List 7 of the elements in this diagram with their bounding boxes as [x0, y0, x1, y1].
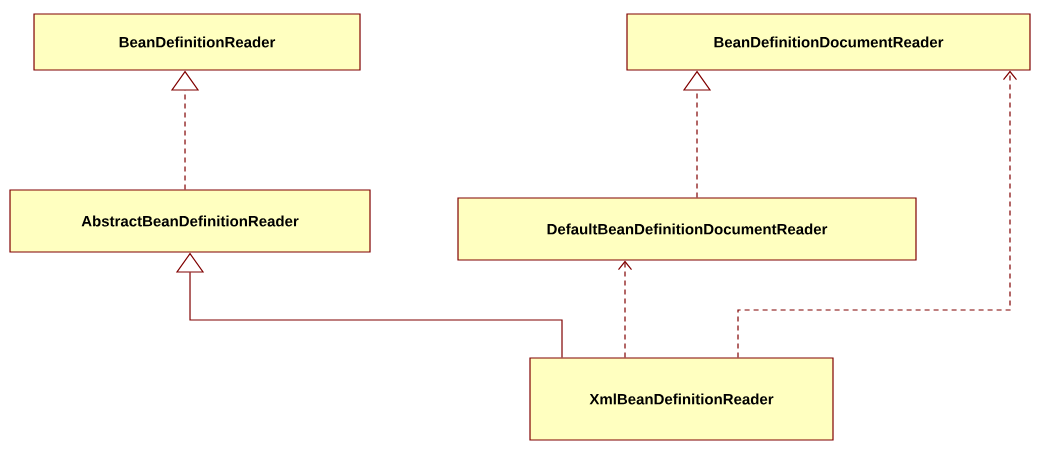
- class-box: AbstractBeanDefinitionReader: [9, 189, 371, 253]
- class-box: DefaultBeanDefinitionDocumentReader: [457, 197, 917, 261]
- arrow: [617, 260, 633, 358]
- class-box: BeanDefinitionReader: [33, 13, 361, 71]
- class-box: BeanDefinitionDocumentReader: [626, 13, 1031, 71]
- class-box: XmlBeanDefinitionReader: [529, 357, 834, 441]
- arrow: [737, 70, 1018, 358]
